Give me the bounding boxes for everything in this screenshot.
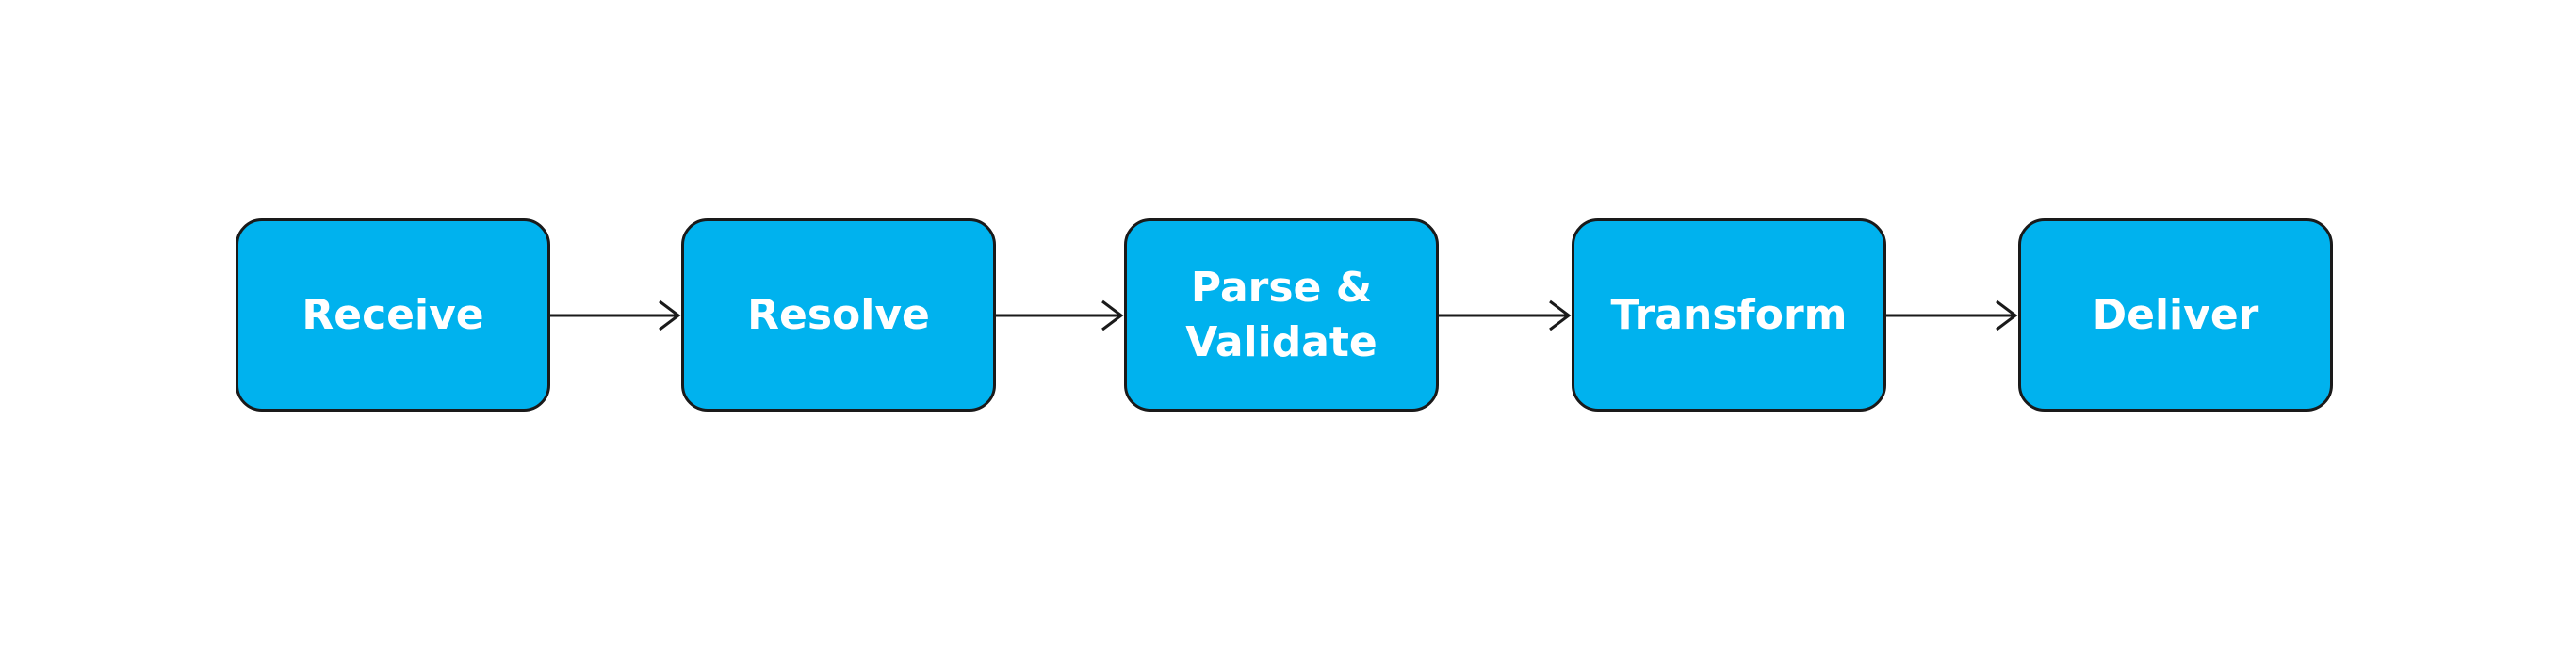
arrowhead-icon bbox=[659, 299, 681, 331]
node-label: Deliver bbox=[2092, 290, 2259, 339]
node-deliver[interactable]: Deliver bbox=[2018, 218, 2333, 412]
node-parse-validate[interactable]: Parse & Validate bbox=[1124, 218, 1439, 412]
node-label: Receive bbox=[302, 290, 484, 339]
arrowhead-icon bbox=[1549, 299, 1572, 331]
node-transform[interactable]: Transform bbox=[1572, 218, 1886, 412]
edge-transform-deliver bbox=[1886, 299, 2018, 331]
edge-receive-resolve bbox=[550, 299, 681, 331]
edge-resolve-parse-validate bbox=[996, 299, 1124, 331]
node-label: Transform bbox=[1610, 290, 1848, 339]
arrowhead-icon bbox=[1996, 299, 2018, 331]
node-label: Resolve bbox=[747, 290, 930, 339]
edge-parse-validate-transform bbox=[1439, 299, 1572, 331]
node-resolve[interactable]: Resolve bbox=[681, 218, 996, 412]
arrowhead-icon bbox=[1101, 299, 1124, 331]
node-label: Parse & Validate bbox=[1185, 263, 1378, 366]
node-receive[interactable]: Receive bbox=[236, 218, 550, 412]
